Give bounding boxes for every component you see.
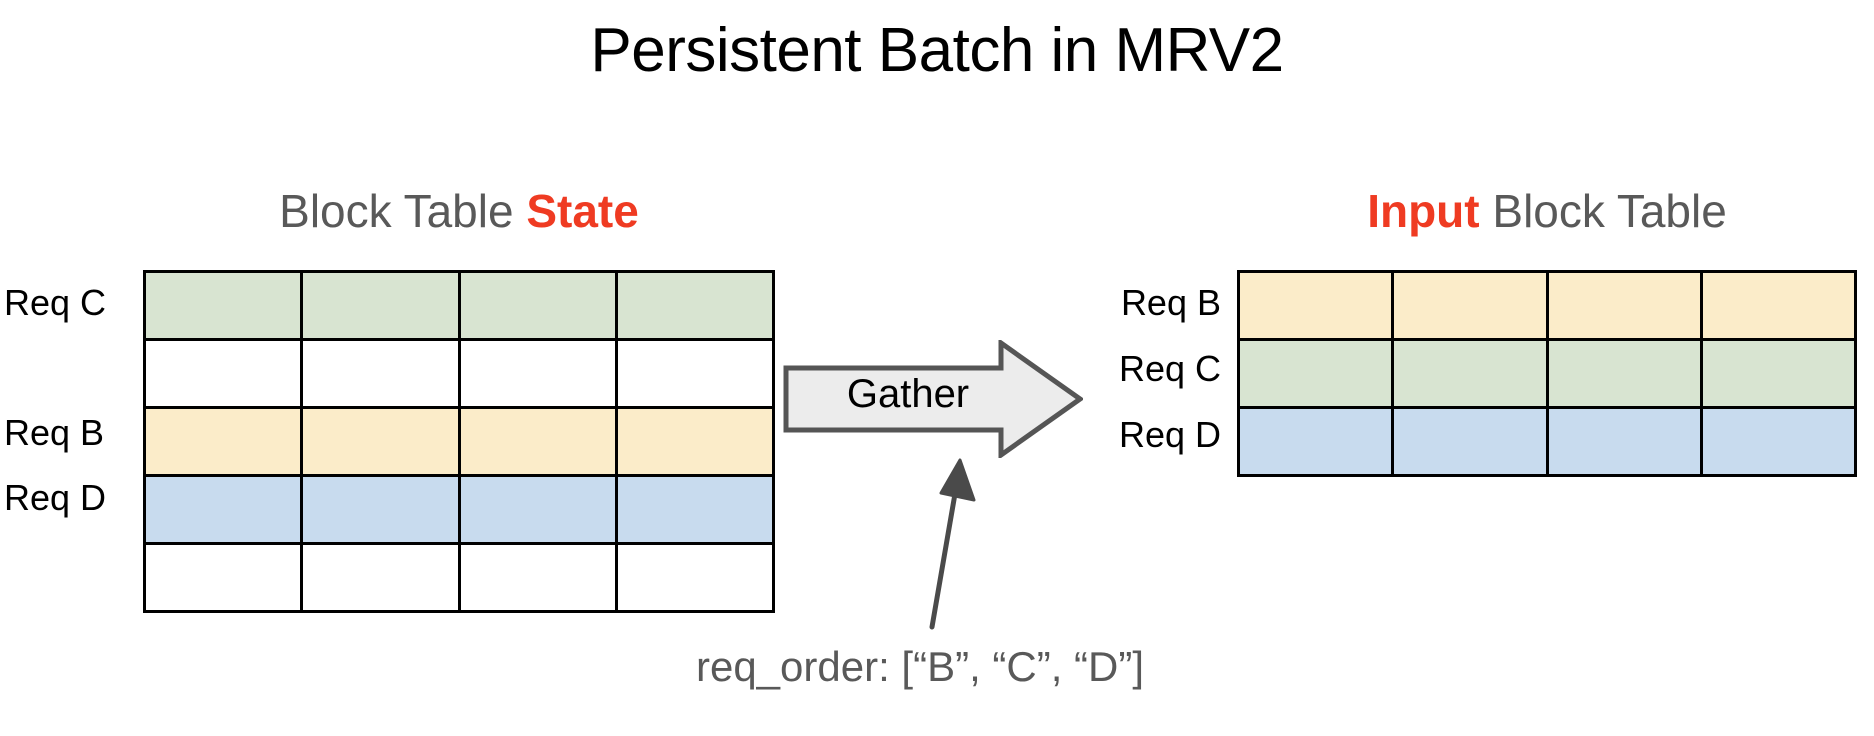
left-heading-prefix: Block Table <box>279 185 527 237</box>
table-cell <box>142 406 304 477</box>
table-cell <box>1391 406 1549 477</box>
table-cell <box>1699 270 1858 341</box>
left-panel-heading: Block Table State <box>143 184 775 238</box>
table-cell <box>142 542 304 613</box>
table-cell <box>1699 338 1858 409</box>
table-cell <box>300 406 461 477</box>
table-cell <box>1391 338 1549 409</box>
input-block-table-body <box>1236 270 1858 477</box>
left-heading-accent: State <box>526 185 639 237</box>
table-row <box>1236 338 1858 409</box>
table-cell <box>457 338 618 409</box>
table-cell <box>300 542 461 613</box>
table-cell <box>614 270 776 341</box>
table-cell <box>1236 270 1395 341</box>
block-table-state-body <box>142 270 776 613</box>
table-cell <box>1699 406 1858 477</box>
table-cell <box>300 338 461 409</box>
table-row <box>1236 406 1858 477</box>
table-cell <box>614 542 776 613</box>
row-label-req-c: Req C <box>1118 348 1221 389</box>
table-cell <box>142 338 304 409</box>
table-cell <box>300 474 461 545</box>
table-cell <box>614 406 776 477</box>
table-cell <box>1236 338 1395 409</box>
row-label-req-b: Req B <box>1120 282 1221 323</box>
table-cell <box>1391 270 1549 341</box>
row-label-req-b: Req B <box>4 412 105 453</box>
table-cell <box>457 474 618 545</box>
table-row <box>142 474 776 545</box>
block-table-state <box>142 270 776 613</box>
row-label-req-c: Req C <box>4 281 107 323</box>
block-arrow-right-icon <box>783 340 1083 458</box>
table-cell <box>457 270 618 341</box>
right-heading-suffix: Block Table <box>1479 185 1727 237</box>
gather-label: Gather <box>846 372 970 416</box>
table-cell <box>1236 406 1395 477</box>
table-cell <box>457 406 618 477</box>
table-row <box>142 406 776 477</box>
table-row <box>142 338 776 409</box>
table-row <box>1236 270 1858 341</box>
table-cell <box>1545 338 1703 409</box>
table-cell <box>1545 270 1703 341</box>
right-heading-accent: Input <box>1367 185 1480 237</box>
right-panel-heading: Input Block Table <box>1237 184 1857 238</box>
row-label-req-d: Req D <box>1118 414 1221 455</box>
input-block-table <box>1236 270 1858 477</box>
table-cell <box>614 474 776 545</box>
table-cell <box>142 270 304 341</box>
table-cell <box>300 270 461 341</box>
table-cell <box>457 542 618 613</box>
req-order-caption: req_order: [“B”, “C”, “D”] <box>695 643 1145 690</box>
arrow-up-right-icon <box>929 458 976 630</box>
row-label-req-d: Req D <box>4 477 107 519</box>
page-title: Persistent Batch in MRV2 <box>590 16 1284 85</box>
table-row <box>142 270 776 341</box>
table-cell <box>1545 406 1703 477</box>
table-row <box>142 542 776 613</box>
table-cell <box>142 474 304 545</box>
table-cell <box>614 338 776 409</box>
